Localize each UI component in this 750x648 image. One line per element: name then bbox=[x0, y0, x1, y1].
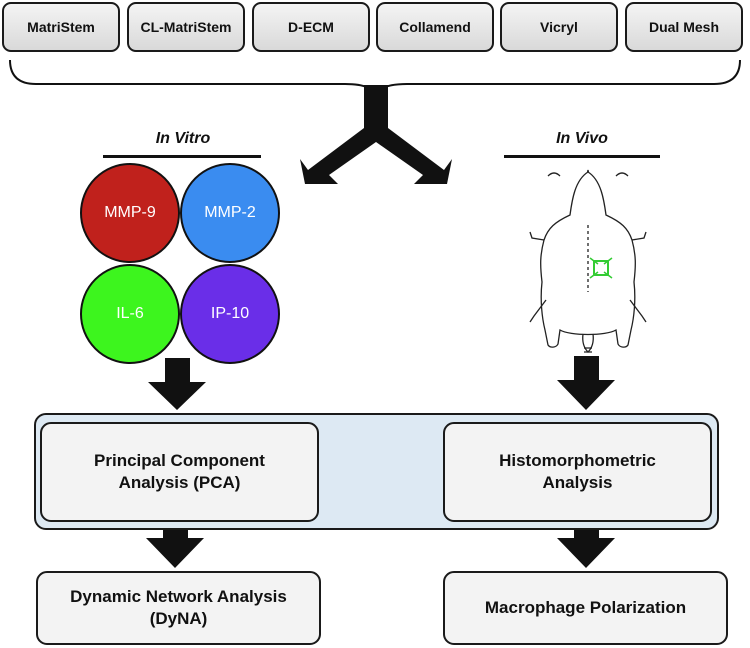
material-tab-collamend: Collamend bbox=[376, 2, 494, 52]
down-arrow-icon bbox=[557, 356, 615, 410]
dyna-line-1: Dynamic Network Analysis bbox=[70, 586, 287, 606]
in-vitro-rule bbox=[103, 155, 261, 158]
in-vivo-heading: In Vivo bbox=[556, 130, 608, 147]
material-tab-cl-matristem: CL-MatriStem bbox=[127, 2, 245, 52]
marker-circle-mmp-2: MMP-2 bbox=[180, 163, 280, 263]
in-vitro-heading: In Vitro bbox=[155, 130, 211, 147]
dyna-line-2: (DyNA) bbox=[149, 609, 208, 628]
marker-label: MMP-2 bbox=[204, 204, 256, 221]
marker-label: MMP-9 bbox=[104, 204, 156, 221]
macrophage-box: Macrophage Polarization bbox=[443, 571, 728, 645]
down-arrow-icon bbox=[557, 512, 615, 568]
material-tab-matristem: MatriStem bbox=[2, 2, 120, 52]
pca-box: Principal Component Analysis (PCA) bbox=[40, 422, 319, 522]
down-arrow-icon bbox=[146, 512, 204, 568]
macrophage-label: Macrophage Polarization bbox=[484, 597, 687, 617]
pca-line-2: Analysis (PCA) bbox=[118, 473, 241, 492]
marker-label: IL-6 bbox=[116, 305, 144, 322]
material-tab-dual-mesh: Dual Mesh bbox=[625, 2, 743, 52]
material-tab-vicryl: Vicryl bbox=[500, 2, 618, 52]
marker-circle-il-6: IL-6 bbox=[80, 264, 180, 364]
material-tab-d-ecm: D-ECM bbox=[252, 2, 370, 52]
histo-line-2: Analysis bbox=[542, 473, 613, 492]
mouse-icon bbox=[529, 169, 647, 353]
histo-box: Histomorphometric Analysis bbox=[443, 422, 712, 522]
in-vivo-rule bbox=[504, 155, 660, 158]
down-arrow-icon bbox=[148, 358, 206, 410]
pca-line-1: Principal Component bbox=[94, 450, 265, 470]
marker-label: IP-10 bbox=[210, 305, 250, 322]
histo-line-1: Histomorphometric bbox=[499, 450, 656, 470]
dyna-box: Dynamic Network Analysis (DyNA) bbox=[36, 571, 321, 645]
marker-circle-ip-10: IP-10 bbox=[180, 264, 280, 364]
split-arrow-icon bbox=[300, 85, 452, 184]
marker-circle-mmp-9: MMP-9 bbox=[80, 163, 180, 263]
